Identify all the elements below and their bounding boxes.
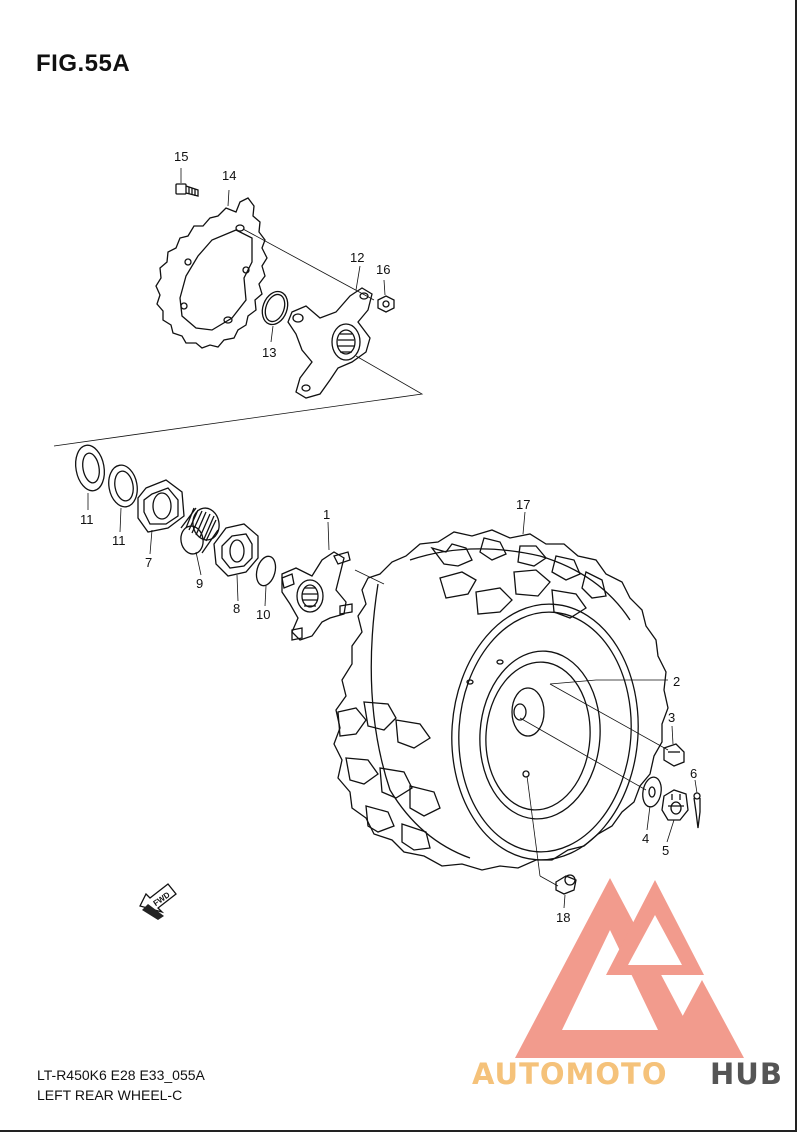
callout-6: 6: [690, 766, 697, 781]
spacer-washer-11b: [108, 464, 138, 508]
sprocket-bolt: [175, 183, 199, 197]
model-code: LT-R450K6 E28 E33_055A: [37, 1067, 205, 1083]
callout-4: 4: [642, 831, 649, 846]
callout-18: 18: [556, 910, 570, 925]
tire-valve-18: [555, 874, 577, 895]
rear-sprocket: [155, 197, 268, 349]
callout-11b: 11: [112, 533, 126, 548]
callout-1: 1: [323, 507, 330, 522]
watermark-text-2: HUB: [710, 1057, 783, 1091]
castle-nut-5: [661, 789, 689, 821]
callout-17: 17: [516, 497, 530, 512]
spacer-washer-11a: [74, 444, 106, 492]
sprocket-mounting-hub: [287, 287, 373, 399]
wheel-nut-3: [663, 743, 685, 767]
callout-2: 2: [673, 674, 680, 689]
callout-7: 7: [145, 555, 152, 570]
callout-10: 10: [256, 607, 270, 622]
callout-14: 14: [222, 168, 236, 183]
wheel-hub-1: [281, 551, 353, 641]
hub-nut-16: [377, 295, 395, 313]
axle-hex-nut-7: [137, 479, 185, 533]
figure-title: FIG.55A: [36, 50, 131, 77]
callout-15: 15: [174, 149, 188, 164]
watermark-text-1: AUTOMOTO: [472, 1057, 667, 1091]
o-ring-13: [261, 290, 289, 326]
washer-4: [642, 776, 662, 808]
diagram-caption: LEFT REAR WHEEL-C: [37, 1087, 183, 1103]
callout-8: 8: [233, 601, 240, 616]
callout-11a: 11: [80, 512, 94, 527]
callout-13: 13: [262, 345, 276, 360]
forward-arrow-icon: FWD: [139, 883, 177, 920]
cotter-pin-6: [693, 792, 701, 829]
callout-5: 5: [662, 843, 669, 858]
callout-3: 3: [668, 710, 675, 725]
tire-17: [333, 529, 669, 871]
callout-12: 12: [350, 250, 364, 265]
automotohub-watermark: AUTOMOTO HUB: [472, 878, 783, 1091]
threaded-sleeve-9: [180, 507, 220, 555]
o-ring-10: [255, 555, 277, 587]
callout-16: 16: [376, 262, 390, 277]
lock-nut-8: [213, 523, 259, 577]
callout-9: 9: [196, 576, 203, 591]
